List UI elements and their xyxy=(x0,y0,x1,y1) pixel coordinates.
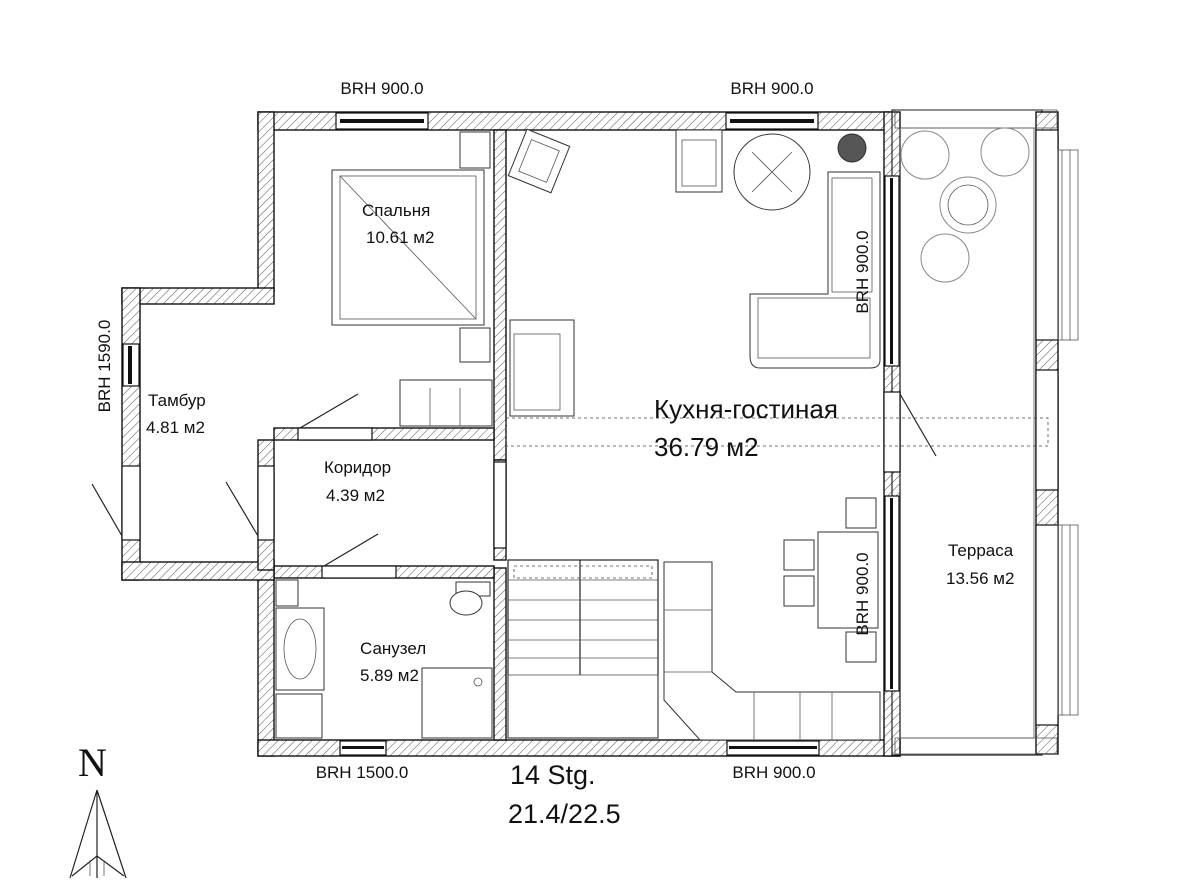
toilet-icon xyxy=(449,581,491,616)
window-label-vestibule: BRH 1590.0 xyxy=(95,320,114,413)
room-name-terrace: Терраса xyxy=(948,541,1014,560)
terrace-chair-icon xyxy=(900,127,1030,283)
room-name-bedroom: Спальня xyxy=(362,201,430,220)
round-table-icon xyxy=(733,133,811,211)
sofa-icon xyxy=(749,171,881,369)
armchair-icon xyxy=(675,129,723,193)
fireplace-icon xyxy=(509,319,575,417)
beam-line xyxy=(505,417,1049,447)
stairs-labels: 14 Stg. 21.4/22.5 xyxy=(508,760,621,829)
bathtub-icon xyxy=(275,607,325,691)
wardrobe-icon xyxy=(399,379,493,427)
window-living-upper xyxy=(884,175,900,367)
furniture xyxy=(275,127,1030,741)
window-label-top-left: BRH 900.0 xyxy=(340,79,423,98)
terrace-structure xyxy=(891,109,1079,756)
plant-icon xyxy=(837,133,867,163)
north-letter: N xyxy=(78,740,107,785)
doors xyxy=(91,391,937,579)
window-bottom-right xyxy=(726,740,820,756)
window-label-bottom-right: BRH 900.0 xyxy=(732,763,815,782)
window-living-lower xyxy=(884,495,900,692)
window-top-right xyxy=(725,112,819,130)
window-label-bottom-left: BRH 1500.0 xyxy=(316,763,409,782)
nightstand-icon xyxy=(459,131,491,169)
window-vestibule xyxy=(122,343,140,387)
armchair-icon xyxy=(507,128,571,194)
window-label-living-upper: BRH 900.0 xyxy=(853,230,872,313)
cabinet-icon xyxy=(275,579,299,607)
dining-table-icon xyxy=(783,497,879,663)
kitchen-counter-icon xyxy=(663,561,881,741)
room-labels: Спальня 10.61 м2 Тамбур 4.81 м2 Коридор … xyxy=(146,201,1014,685)
stairs-ratio: 21.4/22.5 xyxy=(508,799,621,829)
window-label-living-lower: BRH 900.0 xyxy=(853,552,872,635)
room-name-kitchen-living: Кухня-гостиная xyxy=(654,394,838,424)
window-label-top-right: BRH 900.0 xyxy=(730,79,813,98)
room-name-corridor: Коридор xyxy=(324,458,391,477)
cabinet-icon xyxy=(275,693,323,739)
room-area-bedroom: 10.61 м2 xyxy=(366,228,434,247)
window-bottom-left xyxy=(339,740,387,756)
window-top-left xyxy=(335,112,429,130)
room-name-vestibule: Тамбур xyxy=(148,391,206,410)
room-area-terrace: 13.56 м2 xyxy=(946,569,1014,588)
shower-icon xyxy=(421,667,493,739)
stairs-icon xyxy=(507,559,659,739)
windows xyxy=(122,112,900,756)
north-arrow-icon: N xyxy=(69,740,127,879)
bed-icon xyxy=(331,169,485,326)
nightstand-icon xyxy=(459,327,491,363)
room-area-bathroom: 5.89 м2 xyxy=(360,666,419,685)
room-area-kitchen-living: 36.79 м2 xyxy=(654,432,759,462)
stairs-steps: 14 Stg. xyxy=(510,760,596,790)
window-labels: BRH 900.0 BRH 900.0 BRH 1590.0 BRH 900.0… xyxy=(95,79,872,782)
room-name-bathroom: Санузел xyxy=(360,639,426,658)
room-area-vestibule: 4.81 м2 xyxy=(146,418,205,437)
room-area-corridor: 4.39 м2 xyxy=(326,486,385,505)
